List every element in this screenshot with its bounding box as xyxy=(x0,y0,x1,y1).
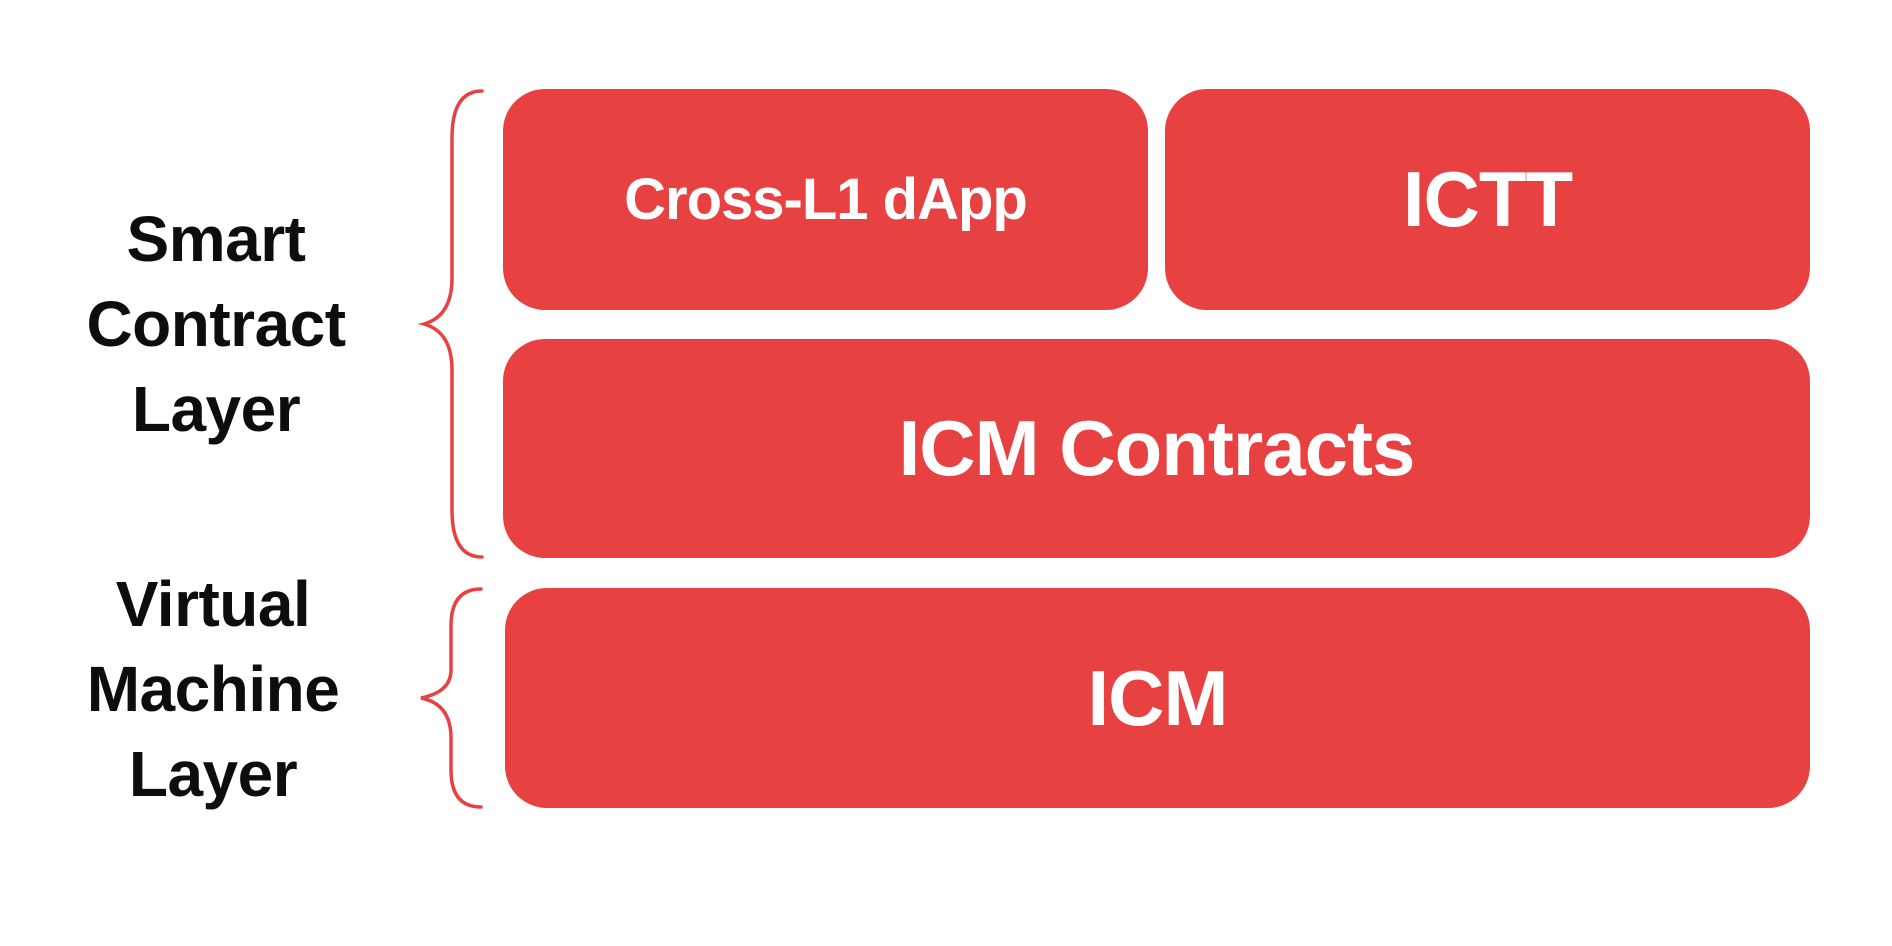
smart-contract-layer-label: Smart Contract Layer xyxy=(16,197,416,452)
label-line: Contract xyxy=(86,288,346,360)
label-line: Smart xyxy=(126,203,306,275)
icm-box-label: ICM xyxy=(1087,653,1229,742)
label-line: Virtual xyxy=(115,568,311,640)
label-line: Layer xyxy=(131,373,301,445)
label-line: Machine xyxy=(86,653,340,725)
cross-l1-dapp-box-label: Cross-L1 dApp xyxy=(624,167,1028,232)
icm-contracts-box: ICM Contracts xyxy=(503,339,1810,558)
icm-contracts-box-label: ICM Contracts xyxy=(898,404,1416,492)
label-line: Layer xyxy=(128,738,298,810)
ictt-box: ICTT xyxy=(1165,89,1810,310)
virtual-machine-layer-label: Virtual Machine Layer xyxy=(13,562,413,817)
icm-box: ICM xyxy=(505,588,1810,808)
smart-contract-brace-icon xyxy=(418,89,484,559)
virtual-machine-brace-icon xyxy=(420,587,483,809)
cross-l1-dapp-box: Cross-L1 dApp xyxy=(503,89,1148,310)
ictt-box-label: ICTT xyxy=(1402,155,1573,243)
